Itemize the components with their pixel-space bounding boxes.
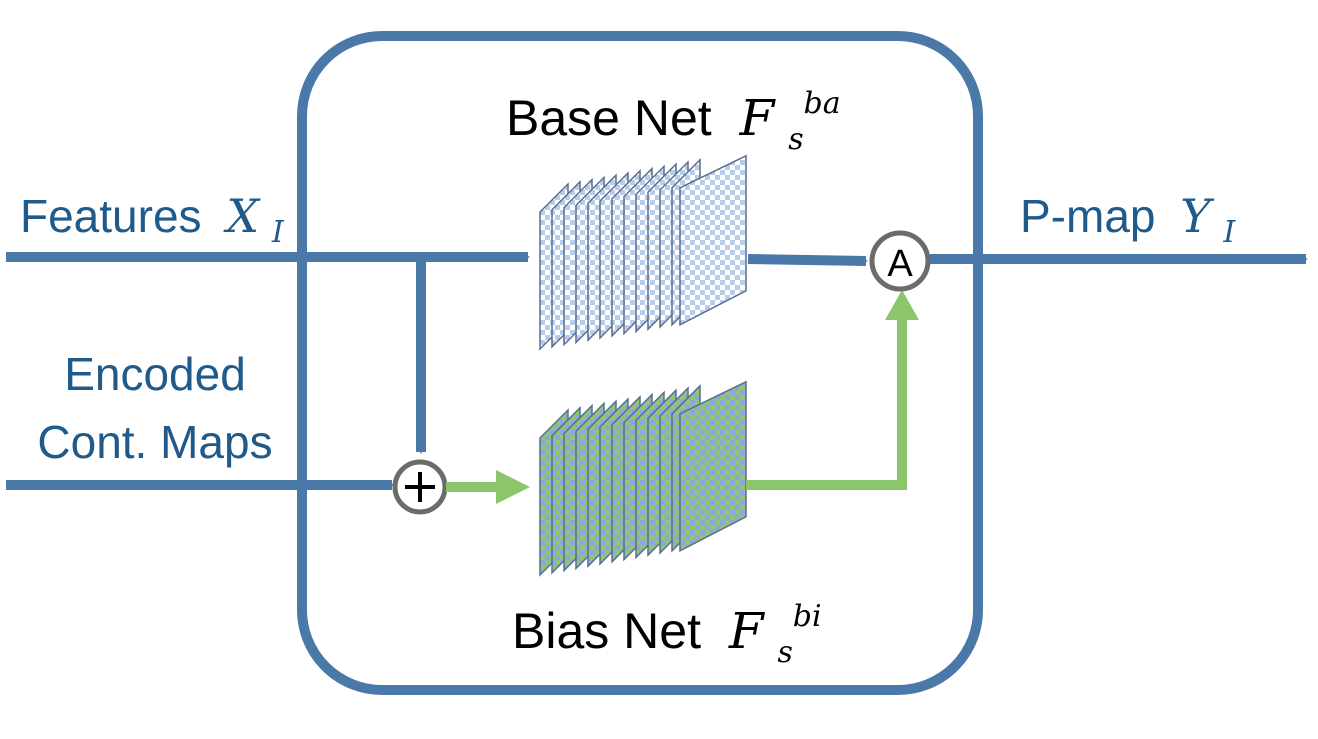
encoded-label-line1: Encoded xyxy=(64,348,246,400)
bias-net-symbol: F xyxy=(728,602,766,660)
features-subscript: I xyxy=(271,215,285,250)
attention-operator: A xyxy=(869,230,931,292)
features-input-label: Features X I xyxy=(20,189,285,250)
bias-net-layer-stack xyxy=(539,380,747,577)
base-to-attention-arrow xyxy=(747,254,868,266)
bias-net-superscript: bi xyxy=(793,599,822,634)
output-label: P-map Y I xyxy=(1020,189,1236,250)
base-net-front-layer xyxy=(679,154,747,327)
bias-to-attention-arrow-head xyxy=(885,290,919,320)
svg-text:P-map Y I: P-map Y I xyxy=(1020,189,1236,250)
output-subscript: I xyxy=(1222,215,1236,250)
bias-to-attention-path xyxy=(746,318,907,490)
base-net-title: Base Net F s ba xyxy=(506,86,841,160)
output-symbol: Y xyxy=(1180,189,1215,243)
svg-text:Features X I: Features X I xyxy=(20,189,285,250)
svg-text:Base Net F s: Base Net F s ba xyxy=(506,86,841,160)
bias-net-front-layer xyxy=(679,380,747,553)
add-to-bias-arrow-head xyxy=(496,470,530,504)
features-symbol: X xyxy=(223,189,261,243)
base-net-superscript: ba xyxy=(804,86,841,121)
base-net-subscript: s xyxy=(788,122,803,157)
bias-net-title: Bias Net F s bi xyxy=(512,599,822,673)
module-container xyxy=(297,31,983,695)
add-operator xyxy=(392,459,448,515)
svg-text:Bias Net F s: Bias Net F s bi xyxy=(512,599,822,673)
encoded-maps-label: Encoded Cont. Maps xyxy=(37,348,272,468)
bias-net-subscript: s xyxy=(777,635,792,670)
base-net-name: Base Net xyxy=(506,90,712,146)
output-label-text: P-map xyxy=(1020,190,1155,242)
attention-symbol: A xyxy=(887,243,913,285)
features-label: Features xyxy=(20,190,202,242)
encoded-label-line2: Cont. Maps xyxy=(37,416,272,468)
bias-net-name: Bias Net xyxy=(512,603,701,659)
base-net-symbol: F xyxy=(739,89,777,147)
base-net-layer-stack xyxy=(539,154,747,351)
